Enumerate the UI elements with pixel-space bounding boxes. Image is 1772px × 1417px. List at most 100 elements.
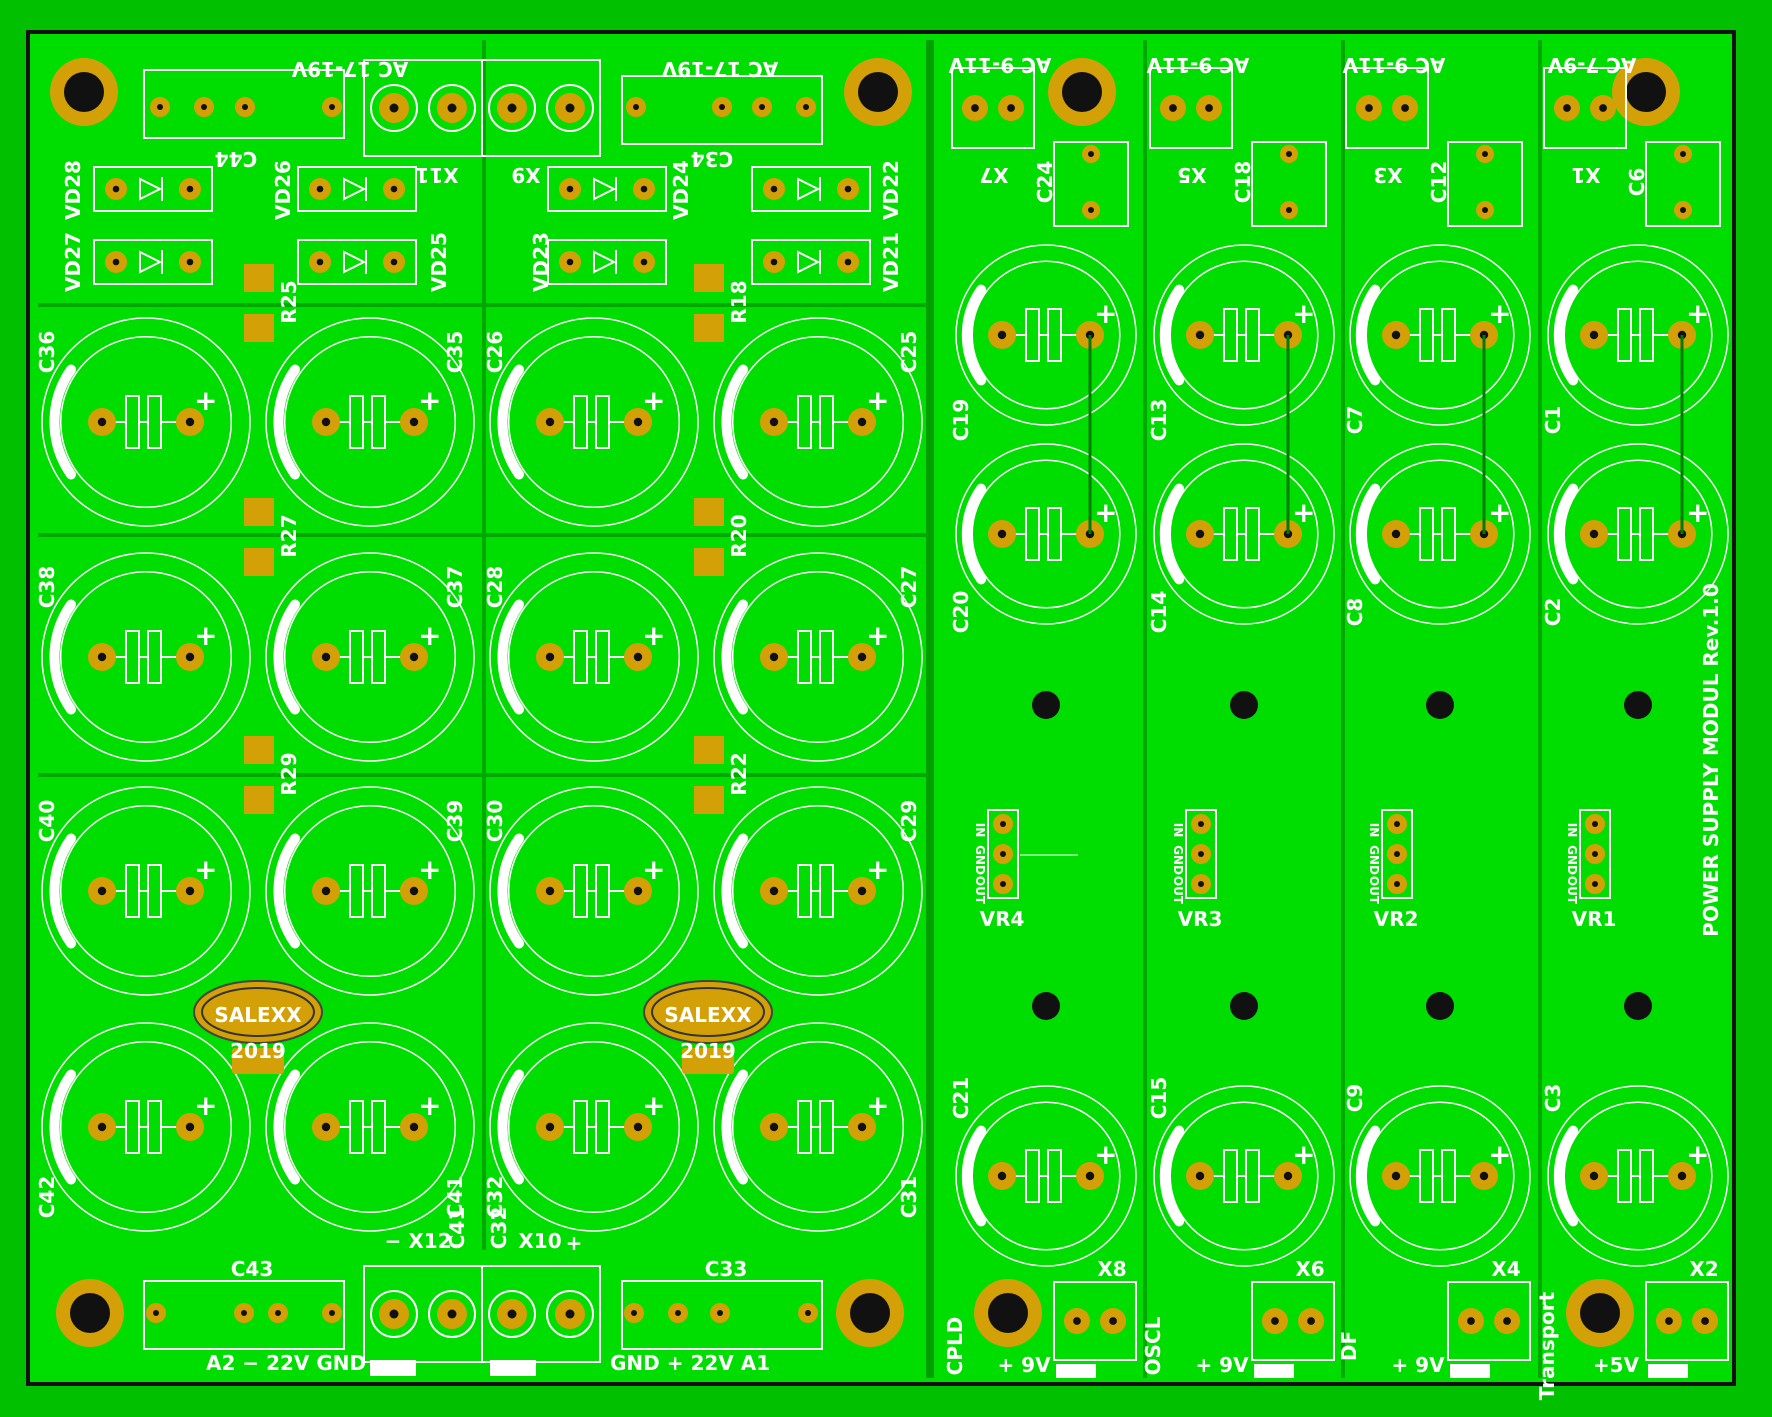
resistor-pad — [694, 736, 724, 764]
electrolytic-capacitor: + — [1547, 1085, 1729, 1267]
connector-label: X7 — [979, 163, 1008, 187]
logo-year-box — [232, 1048, 284, 1074]
resistor-pad — [694, 264, 724, 292]
diode — [93, 166, 213, 212]
mounting-hole — [64, 72, 104, 112]
connector-label: X11 — [415, 163, 458, 187]
film-capacitor-outline — [1053, 141, 1129, 227]
capacitor-label: C44 — [215, 147, 258, 171]
capacitor-label: C21 — [949, 1077, 973, 1120]
svg-text:+: + — [194, 619, 217, 652]
capacitor-label: C29 — [897, 800, 921, 843]
connector-label: X9 — [511, 163, 540, 187]
ac-voltage-label: AC 9-11V — [948, 53, 1051, 77]
diode — [547, 239, 667, 285]
resistor-pad — [694, 548, 724, 576]
electrolytic-capacitor: + — [489, 786, 699, 996]
film-capacitor-outline — [1645, 141, 1721, 227]
capacitor-label: C25 — [897, 331, 921, 374]
polarity-label: − — [385, 1229, 402, 1253]
electrolytic-capacitor: + — [955, 1085, 1137, 1267]
resistor-label: R29 — [277, 752, 301, 795]
pin-label: GND — [1367, 845, 1381, 875]
output-label: GND + 22V A1 — [610, 1351, 770, 1375]
capacitor-label: C12 — [1427, 161, 1451, 204]
ac-voltage-label: AC 9-11V — [1342, 53, 1445, 77]
svg-text:+: + — [1094, 1138, 1117, 1171]
screw-terminal — [363, 59, 601, 157]
silk-marker — [370, 1360, 416, 1376]
connector-label: X3 — [1373, 163, 1402, 187]
ac-voltage-label: AC 9-11V — [1146, 53, 1249, 77]
mounting-hole — [1032, 691, 1060, 719]
terminal-block — [1345, 67, 1429, 149]
svg-text:+: + — [642, 853, 665, 886]
capacitor-label: C32 — [487, 1207, 511, 1250]
film-capacitor-outline — [143, 1280, 345, 1350]
diode — [751, 239, 871, 285]
capacitor-label: C40 — [35, 800, 59, 843]
svg-text:+: + — [1488, 1138, 1511, 1171]
capacitor-label: C38 — [35, 566, 59, 609]
terminal-block — [1053, 1281, 1137, 1361]
electrolytic-capacitor: + — [1349, 244, 1531, 426]
regulator-outline — [987, 809, 1019, 899]
electrolytic-capacitor: + — [489, 552, 699, 762]
capacitor-label: C1 — [1541, 406, 1565, 435]
capacitor-label: C15 — [1147, 1077, 1171, 1120]
svg-text:+: + — [642, 1089, 665, 1122]
voltage-label: + 9V — [997, 1353, 1051, 1377]
capacitor-label: C41 — [443, 1176, 467, 1219]
resistor-pad — [694, 498, 724, 526]
electrolytic-capacitor: + — [1153, 443, 1335, 625]
capacitor-label: C42 — [35, 1176, 59, 1219]
diode-label: VD26 — [271, 160, 295, 220]
svg-text:+: + — [1292, 496, 1315, 529]
pin-label: IN — [1367, 823, 1381, 838]
silk-marker — [1450, 1364, 1490, 1378]
mounting-hole — [850, 1293, 890, 1333]
svg-text:+: + — [418, 384, 441, 417]
resistor-pad — [244, 548, 274, 576]
capacitor-label: C18 — [1231, 161, 1255, 204]
svg-text:+: + — [418, 619, 441, 652]
capacitor-label: C27 — [897, 566, 921, 609]
connector-label: X10 — [518, 1229, 561, 1253]
svg-text:+: + — [194, 384, 217, 417]
electrolytic-capacitor: + — [1547, 244, 1729, 426]
pin-label: OUT — [973, 876, 987, 905]
svg-text:+: + — [642, 384, 665, 417]
svg-text:+: + — [418, 853, 441, 886]
resistor-pad — [244, 314, 274, 342]
svg-text:+: + — [1686, 1138, 1709, 1171]
electrolytic-capacitor: + — [713, 552, 923, 762]
connector-label: X8 — [1097, 1257, 1126, 1281]
electrolytic-capacitor: + — [713, 317, 923, 527]
regulator-label: VR2 — [1374, 907, 1419, 931]
pin-label: GND — [1171, 845, 1185, 875]
mounting-hole — [1062, 72, 1102, 112]
ac-voltage-label: AC 7-9V — [1547, 53, 1636, 77]
film-capacitor-outline — [1251, 141, 1327, 227]
mounting-hole — [1230, 992, 1258, 1020]
connector-label: X6 — [1295, 1257, 1324, 1281]
electrolytic-capacitor: + — [1547, 443, 1729, 625]
channel-name: Transport — [1535, 1291, 1559, 1400]
mounting-hole — [858, 72, 898, 112]
electrolytic-capacitor: + — [265, 1022, 475, 1232]
pin-label: IN — [973, 823, 987, 838]
polarity-label: + — [566, 1231, 583, 1255]
svg-text:+: + — [1292, 297, 1315, 330]
svg-text:+: + — [1292, 1138, 1315, 1171]
diode — [297, 166, 417, 212]
terminal-block — [1543, 67, 1627, 149]
channel-name: CPLD — [943, 1317, 967, 1376]
mounting-hole — [1426, 691, 1454, 719]
logo-year: 2019 — [680, 1039, 736, 1063]
capacitor-label: C2 — [1541, 598, 1565, 627]
mounting-hole — [1624, 691, 1652, 719]
connector-label: X12 — [408, 1229, 451, 1253]
diode-label: VD22 — [879, 160, 903, 220]
salexx-logo — [193, 980, 323, 1044]
